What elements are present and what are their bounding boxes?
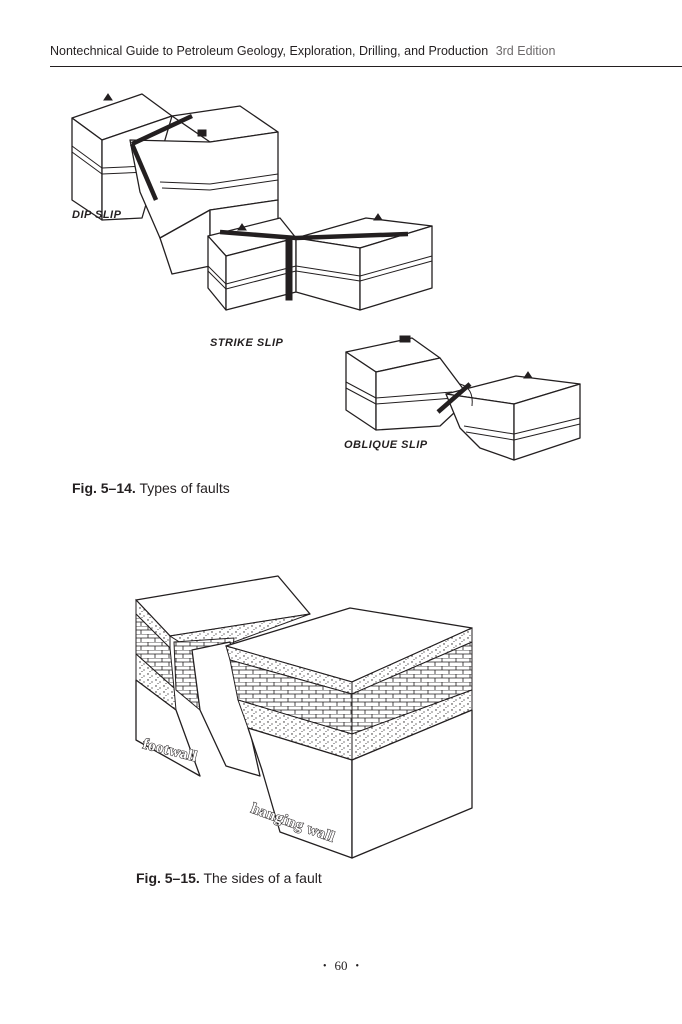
strike-slip-label: STRIKE SLIP [210, 337, 284, 349]
bullet-left: • [315, 961, 335, 972]
page-number-footer: •60• [0, 958, 682, 974]
figure-types-of-faults: DIP SLIP STRIKE SLIP [60, 88, 600, 478]
figure-sides-of-a-fault: footwall hanging wall [130, 570, 490, 870]
types-of-faults-illustration: DIP SLIP STRIKE SLIP [60, 88, 600, 478]
seismograph-icon [198, 130, 206, 136]
sides-of-fault-illustration: footwall hanging wall [130, 570, 490, 870]
running-head: Nontechnical Guide to Petroleum Geology,… [50, 44, 682, 67]
edition-label: 3rd Edition [496, 44, 556, 58]
person-icon [104, 94, 112, 100]
seismograph-icon [400, 336, 410, 342]
figure-number: Fig. 5–14. [72, 480, 136, 496]
person-icon [374, 214, 382, 220]
figure-number: Fig. 5–15. [136, 870, 200, 886]
page-number: 60 [335, 958, 348, 973]
book-title: Nontechnical Guide to Petroleum Geology,… [50, 44, 488, 58]
oblique-slip-label: OBLIQUE SLIP [344, 439, 428, 451]
strike-slip-block [208, 214, 432, 310]
figure-caption-text: The sides of a fault [203, 870, 321, 886]
person-icon [524, 372, 532, 378]
figure-caption-text: Types of faults [139, 480, 229, 496]
figure-5-15-caption: Fig. 5–15. The sides of a fault [136, 870, 322, 886]
dip-slip-label: DIP SLIP [72, 209, 122, 221]
bullet-right: • [348, 961, 368, 972]
figure-5-14-caption: Fig. 5–14. Types of faults [72, 480, 230, 496]
